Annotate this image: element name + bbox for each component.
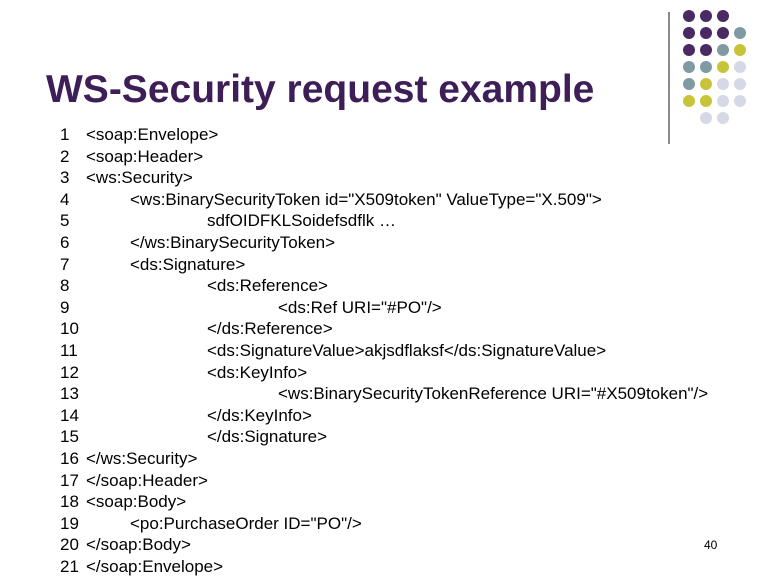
line-number: 2 [60, 146, 70, 166]
code-line: 1 <soap:Envelope> [60, 124, 218, 146]
decorative-dot [700, 44, 712, 56]
line-number: 3 [60, 168, 70, 188]
line-number: 1 [60, 125, 70, 144]
decorative-dot [683, 95, 695, 107]
code-text: </ws:BinarySecurityToken> [130, 232, 336, 252]
code-line: 18 <soap:Body> [60, 491, 186, 513]
code-line: 5 sdfOIDFKLSoidefsdflk … [60, 210, 396, 232]
line-number: 9 [60, 297, 70, 317]
decorative-dot [734, 78, 746, 90]
code-text: <soap:Header> [86, 146, 204, 166]
decorative-dot-grid [683, 10, 767, 130]
decorative-dot [734, 27, 746, 39]
code-text: <soap:Envelope> [86, 125, 219, 144]
decorative-dot [734, 61, 746, 73]
decorative-dot [700, 78, 712, 90]
line-number: 5 [60, 211, 70, 231]
decorative-dot [683, 27, 695, 39]
code-line: 4 <ws:BinarySecurityToken id="X509token" … [60, 189, 602, 211]
line-number: 14 [60, 405, 79, 425]
code-line: 3 <ws:Security> [60, 167, 193, 189]
code-line: 20 </soap:Body> [60, 534, 191, 556]
decorative-dot [683, 78, 695, 90]
decorative-dot [700, 61, 712, 73]
code-line: 6 </ws:BinarySecurityToken> [60, 232, 335, 254]
decorative-dot [700, 10, 712, 22]
code-line: 15 </ds:Signature> [60, 426, 327, 448]
code-listing: 1 <soap:Envelope> 2 <soap:Header> 3 <ws:Secur… [60, 124, 708, 578]
decorative-dot [700, 112, 712, 124]
line-number: 16 [60, 448, 79, 468]
code-line: 14 </ds:KeyInfo> [60, 405, 312, 427]
code-line: 8 <ds:Reference> [60, 275, 328, 297]
code-text: <ds:Signature> [130, 254, 246, 274]
decorative-dot [717, 61, 729, 73]
slide-title: WS-Security request example [46, 68, 595, 111]
decorative-dot [734, 44, 746, 56]
code-text: </ds:Signature> [207, 427, 328, 447]
code-text: <soap:Body> [86, 492, 187, 512]
code-text: <ws:Security> [86, 168, 193, 188]
decorative-dot [717, 78, 729, 90]
code-text: </soap:Body> [86, 535, 191, 555]
decorative-dot [717, 44, 729, 56]
line-number: 21 [60, 556, 79, 576]
code-line: 17 </soap:Header> [60, 470, 208, 492]
code-line: 21 </soap:Envelope> [60, 556, 223, 578]
decorative-dot [683, 10, 695, 22]
line-number: 10 [60, 319, 79, 339]
decorative-dot [717, 95, 729, 107]
decorative-dot [717, 112, 729, 124]
code-line: 9 <ds:Ref URI="#PO"/> [60, 297, 442, 319]
line-number: 15 [60, 427, 79, 447]
code-text: <ds:Reference> [207, 276, 328, 296]
code-text: </ds:Reference> [207, 319, 333, 339]
code-text: <ws:BinarySecurityToken id="X509token" V… [130, 189, 602, 209]
line-number: 7 [60, 254, 70, 274]
code-text: <ws:BinarySecurityTokenReference URI="#X… [278, 384, 709, 404]
code-text: </soap:Envelope> [86, 556, 224, 576]
code-text: </ds:KeyInfo> [207, 405, 312, 425]
code-line: 13 <ws:BinarySecurityTokenReference URI="… [60, 383, 708, 405]
code-text: <ds:Ref URI="#PO"/> [278, 297, 442, 317]
decorative-dot [683, 61, 695, 73]
line-number: 18 [60, 492, 79, 512]
code-text: <po:PurchaseOrder ID="PO"/> [130, 513, 362, 533]
line-number: 20 [60, 535, 79, 555]
page-number: 40 [704, 538, 718, 552]
line-number: 11 [60, 340, 78, 360]
line-number: 12 [60, 362, 79, 382]
line-number: 19 [60, 513, 79, 533]
line-number: 8 [60, 276, 70, 296]
code-line: 7 <ds:Signature> [60, 254, 245, 276]
divider-line [668, 12, 670, 144]
code-line: 19 <po:PurchaseOrder ID="PO"/> [60, 513, 362, 535]
decorative-dot [717, 10, 729, 22]
decorative-dot [700, 95, 712, 107]
code-line: 10 </ds:Reference> [60, 318, 333, 340]
decorative-dot [700, 27, 712, 39]
code-line: 2 <soap:Header> [60, 146, 203, 168]
code-text: sdfOIDFKLSoidefsdflk … [207, 211, 396, 231]
decorative-dot [717, 27, 729, 39]
code-text: <ds:KeyInfo> [207, 362, 308, 382]
decorative-dot [683, 44, 695, 56]
code-line: 12 <ds:KeyInfo> [60, 362, 307, 384]
code-text: </soap:Header> [86, 470, 208, 490]
code-line: 16 </ws:Security> [60, 448, 198, 470]
line-number: 6 [60, 232, 70, 252]
line-number: 4 [60, 189, 70, 209]
line-number: 17 [60, 470, 79, 490]
line-number: 13 [60, 384, 79, 404]
code-text: </ws:Security> [86, 448, 198, 468]
decorative-dot [734, 95, 746, 107]
code-text: <ds:SignatureValue>akjsdflaksf</ds:Signa… [207, 340, 607, 360]
code-line: 11 <ds:SignatureValue>akjsdflaksf</ds:Sig… [60, 340, 606, 362]
